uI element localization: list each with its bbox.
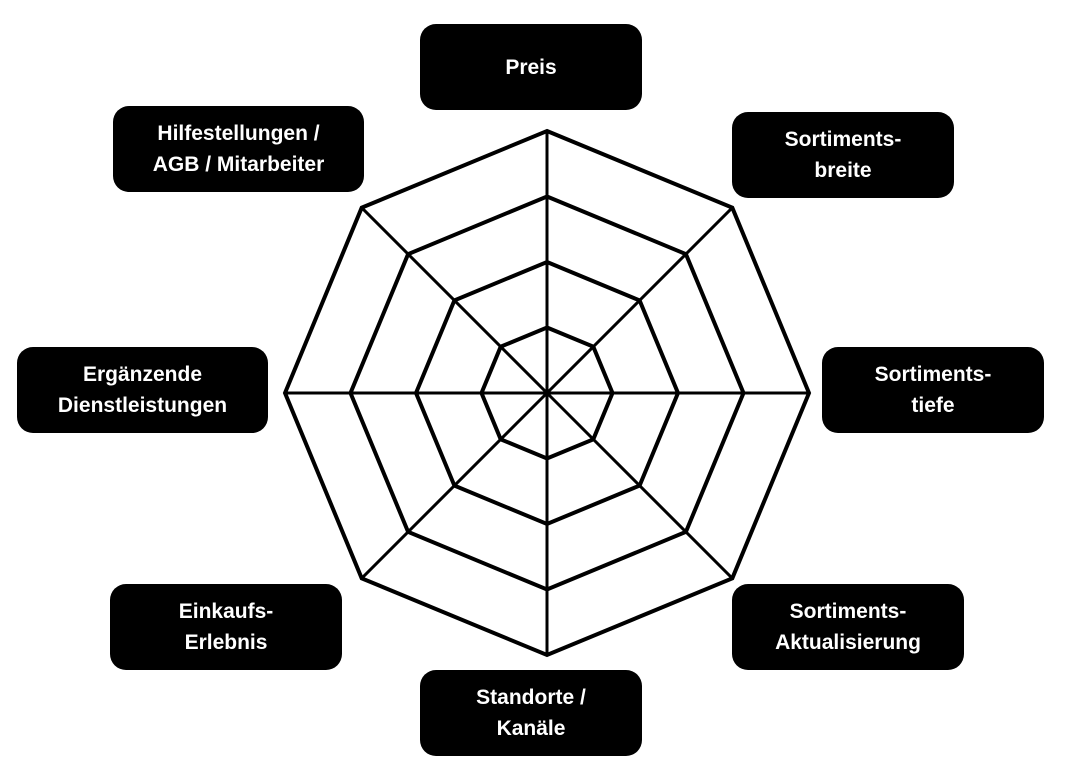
label-line: Einkaufs- [178,600,274,623]
radar-spoke-einkaufserlebnis [360,391,549,580]
label-line: AGB / Mitarbeiter [152,153,325,176]
label-line: tiefe [911,394,955,417]
label-hilfestellungen-agb-mitarbeiter: Hilfestellungen / AGB / Mitarbeiter [113,106,364,192]
label-sortimentstiefe: Sortiments- tiefe [822,347,1044,433]
label-line: Kanäle [496,717,566,740]
label-einkaufserlebnis: Einkaufs- Erlebnis [110,584,342,670]
radar-spoke-sortimentsaktualisierung [545,391,734,580]
label-line: breite [814,159,872,182]
label-ergaenzende-dienstleistungen: Ergänzende Dienstleistungen [17,347,268,433]
label-line: Dienstleistungen [57,394,228,417]
label-line: Sortiments- [784,128,902,151]
label-line: Sortiments- [789,600,907,623]
label-line: Standorte / [476,686,586,709]
label-preis: Preis [420,24,642,110]
label-line: Hilfestellungen / [157,122,320,145]
label-line: Aktualisierung [775,631,921,654]
label-line: Sortiments- [874,363,992,386]
label-sortimentsbreite: Sortiments- breite [732,112,954,198]
radar-spokes [285,131,809,655]
label-standorte-kanaele: Standorte / Kanäle [420,670,642,756]
radar-spoke-sortimentsbreite [545,206,734,395]
label-line: Preis [505,55,557,79]
label-sortimentsaktualisierung: Sortiments- Aktualisierung [732,584,964,670]
label-line: Ergänzende [82,363,203,386]
radar-spoke-hilfestellungen-agb-mitarbeiter [360,206,549,395]
label-line: Erlebnis [184,631,268,654]
